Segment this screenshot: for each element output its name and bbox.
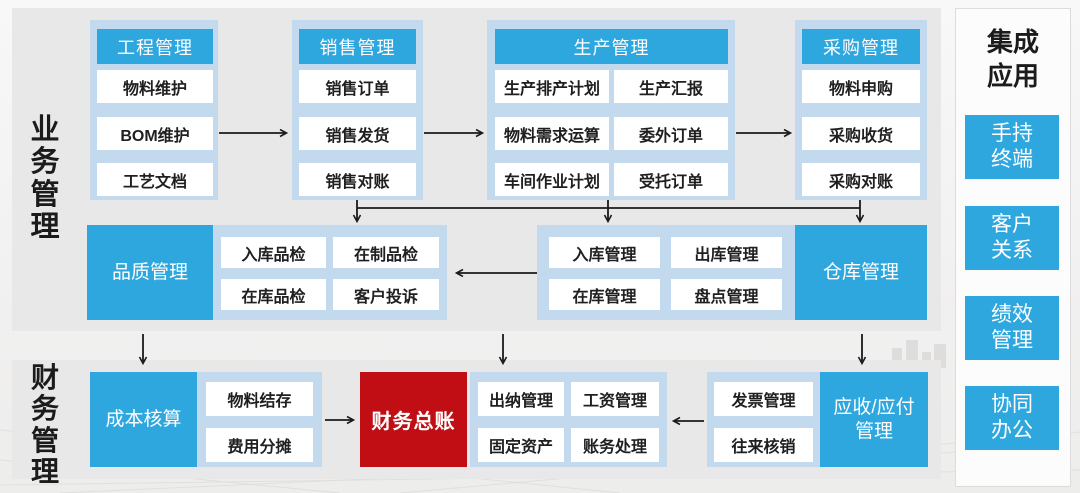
cashier-item: 固定资产: [478, 428, 564, 462]
performance-label: 绩效管理: [991, 302, 1033, 352]
engineering-item: BOM维护: [97, 117, 213, 150]
finance-band-label: 财务管理: [30, 362, 59, 488]
crm-label: 客户关系: [991, 212, 1033, 262]
cost-item: 费用分摊: [206, 428, 313, 462]
integration-title: 集成应用: [986, 27, 1039, 91]
invoice-item: 发票管理: [714, 382, 813, 416]
production-item: 委外订单: [614, 117, 728, 150]
warehouse-item: 出库管理: [671, 237, 782, 268]
ar-ap-box: 应收/应付管理: [820, 372, 928, 467]
quality-box: 品质管理: [87, 225, 213, 320]
procurement-item: 物料申购: [802, 70, 920, 103]
procurement-item: 采购收货: [802, 117, 920, 150]
sales-item: 销售订单: [299, 70, 416, 103]
warehouse-box: 仓库管理: [795, 225, 927, 320]
engineering-item: 物料维护: [97, 70, 213, 103]
production-item: 受托订单: [614, 163, 728, 196]
warehouse-item: 盘点管理: [671, 279, 782, 310]
cashier-item: 账务处理: [571, 428, 659, 462]
quality-item: 客户投诉: [333, 279, 439, 310]
cashier-item: 出纳管理: [478, 382, 564, 416]
handheld-terminal-label: 手持终端: [991, 121, 1033, 171]
cost-accounting-box: 成本核算: [90, 372, 197, 467]
quality-item: 在库品检: [221, 279, 326, 310]
handheld-terminal-box: 手持终端: [965, 115, 1059, 179]
sales-item: 销售对账: [299, 163, 416, 196]
quality-item: 入库品检: [221, 237, 326, 268]
warehouse-item: 入库管理: [549, 237, 660, 268]
production-item: 车间作业计划: [495, 163, 609, 196]
sales-item: 销售发货: [299, 117, 416, 150]
engineering-item: 工艺文档: [97, 163, 213, 196]
engineering-header: 工程管理: [97, 29, 213, 64]
performance-box: 绩效管理: [965, 296, 1059, 360]
cost-item: 物料结存: [206, 382, 313, 416]
business-band-label: 业务管理: [30, 114, 60, 244]
collaboration-label: 协同办公: [991, 392, 1033, 442]
sales-header: 销售管理: [299, 29, 416, 64]
collaboration-box: 协同办公: [965, 386, 1059, 450]
production-item: 生产汇报: [614, 70, 728, 103]
production-item: 物料需求运算: [495, 117, 609, 150]
production-item: 生产排产计划: [495, 70, 609, 103]
procurement-header: 采购管理: [802, 29, 920, 64]
invoice-item: 往来核销: [714, 428, 813, 462]
procurement-item: 采购对账: [802, 163, 920, 196]
production-header: 生产管理: [495, 29, 728, 64]
crm-box: 客户关系: [965, 206, 1059, 270]
quality-item: 在制品检: [333, 237, 439, 268]
warehouse-item: 在库管理: [549, 279, 660, 310]
cashier-item: 工资管理: [571, 382, 659, 416]
general-ledger-box: 财务总账: [360, 372, 467, 467]
